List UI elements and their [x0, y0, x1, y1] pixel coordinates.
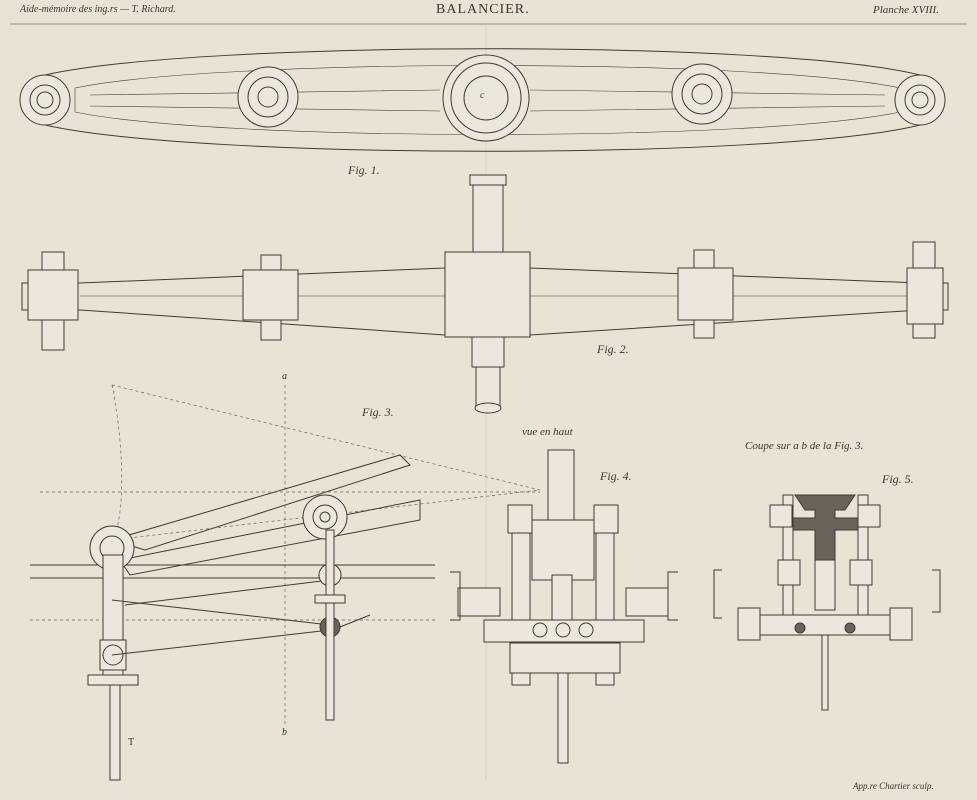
fig5-section [713, 494, 941, 711]
plate-number: Planche XVIII. [873, 4, 939, 16]
label-c: c [480, 90, 485, 101]
fig4-top-view [450, 449, 678, 764]
fig3-parallel-motion [30, 384, 541, 781]
header-author: Aide-mémoire des ing.rs — T. Richard. [20, 4, 176, 15]
fig2-beam-side-view [21, 174, 949, 414]
fig2-label: Fig. 2. [597, 342, 629, 356]
fig3-label: Fig. 3. [362, 405, 394, 419]
label-b: b [282, 727, 287, 738]
engraver-credit: App.re Chartier sculp. [853, 781, 934, 791]
fig4-label: Fig. 4. [600, 469, 632, 483]
caption-section: Coupe sur a b de la Fig. 3. [745, 440, 864, 452]
label-a: a [282, 371, 287, 382]
caption-top-view: vue en haut [522, 426, 573, 438]
fig5-label: Fig. 5. [882, 472, 914, 486]
fig1-beam-top-view [19, 48, 946, 152]
label-t: T [128, 737, 135, 748]
fig1-label: Fig. 1. [348, 163, 380, 177]
plate-title: BALANCIER. [436, 2, 530, 17]
